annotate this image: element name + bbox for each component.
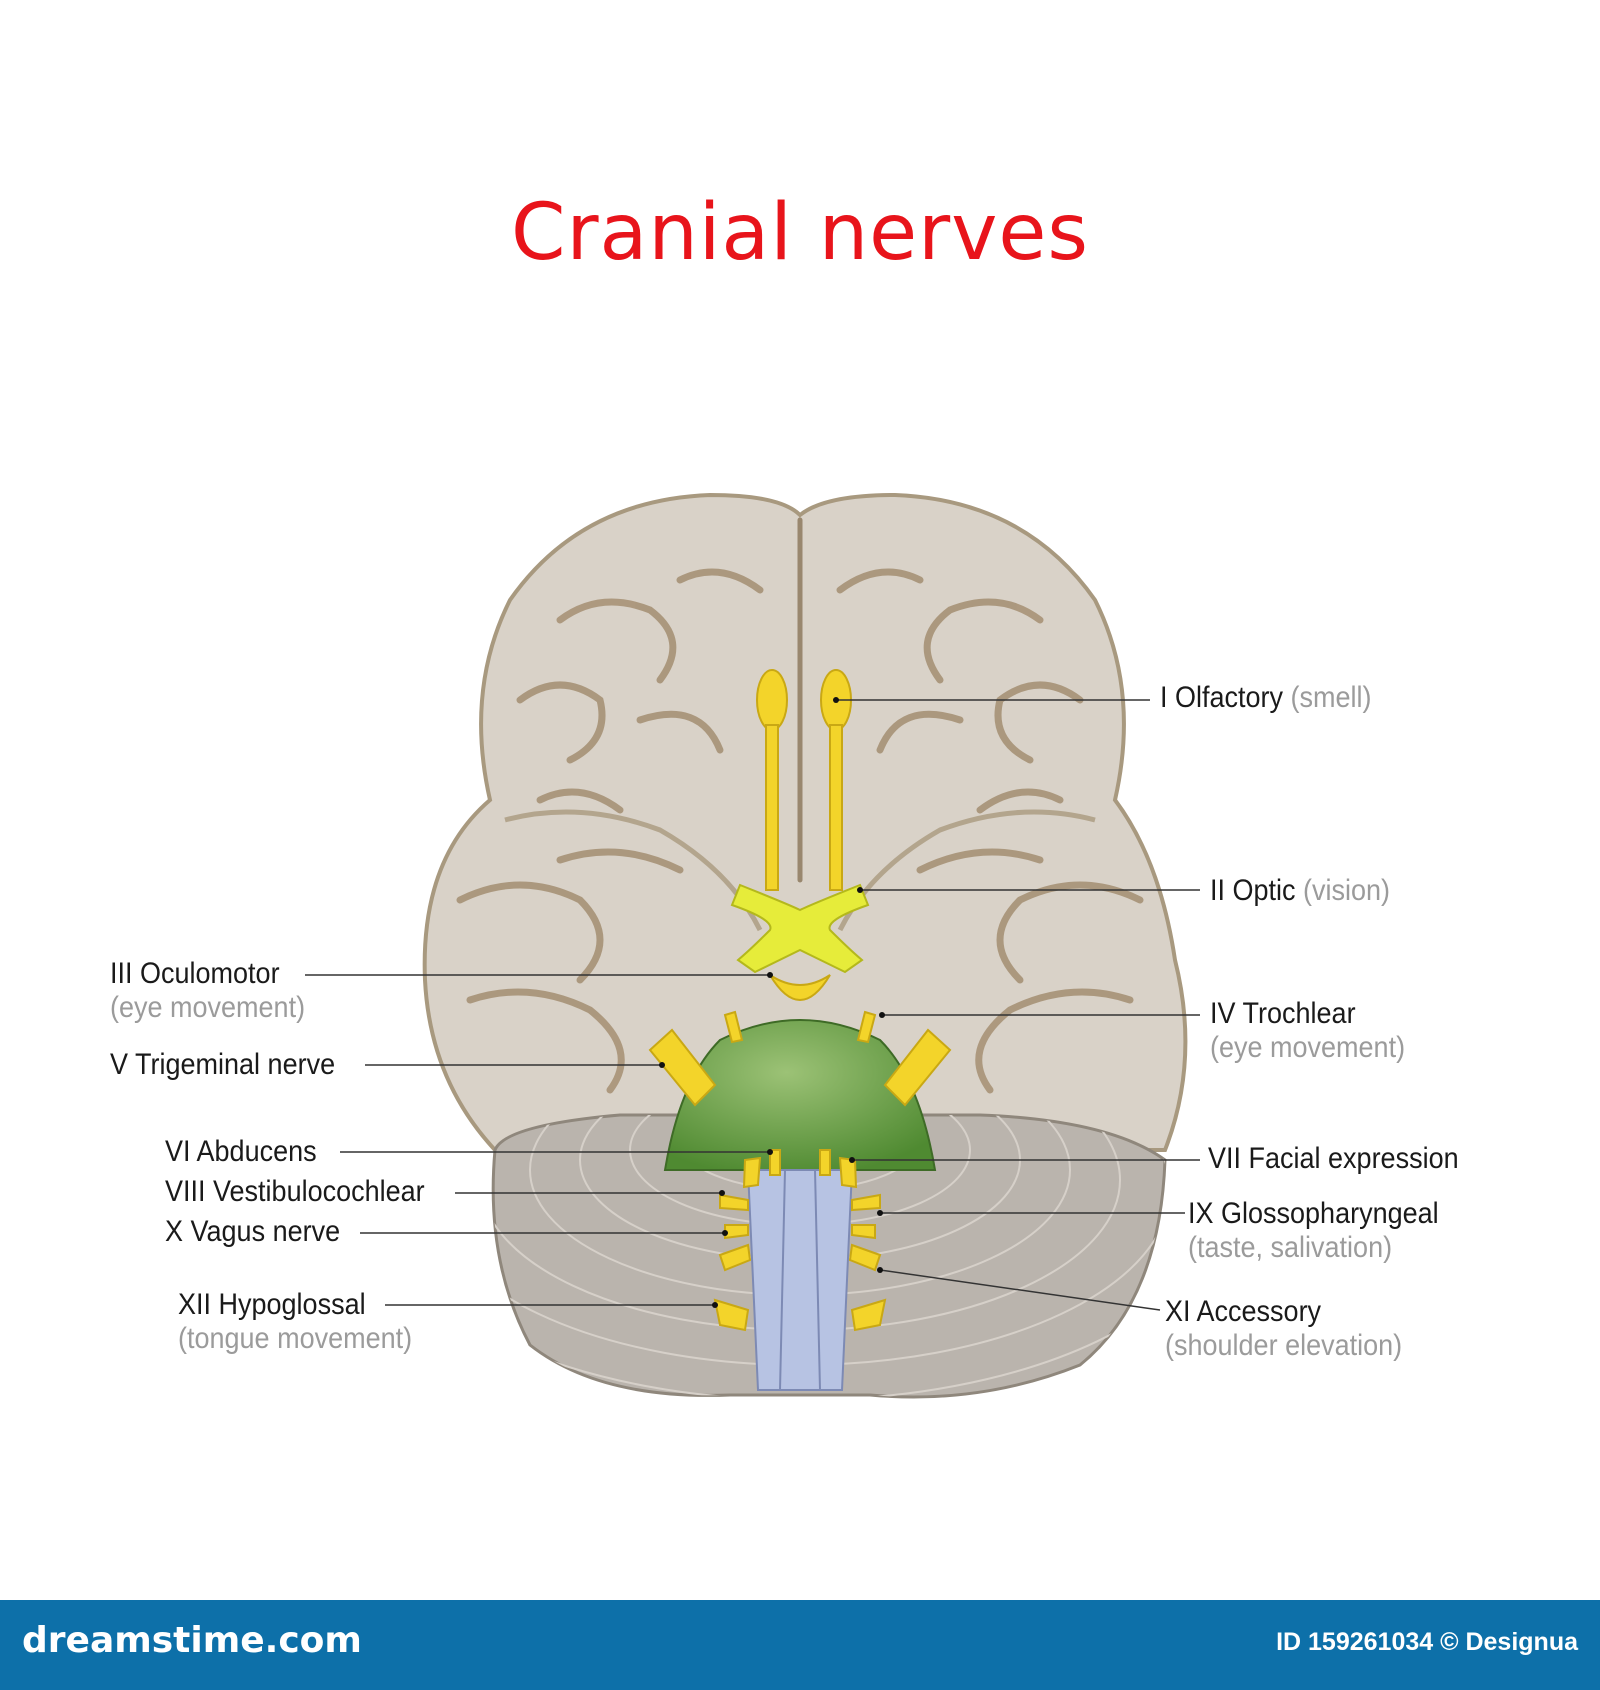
optic-chiasm <box>730 883 870 974</box>
footer-bar: dreamstime.com ID 159261034 © Designua <box>0 1600 1600 1690</box>
label-optic: II Optic (vision) <box>1210 874 1391 907</box>
label-trigeminal: V Trigeminal nerve <box>110 1048 336 1081</box>
label-hypoglossal: XII Hypoglossal (tongue movement) <box>178 1288 413 1355</box>
oculomotor-nerve <box>769 974 831 1002</box>
image-credit: ID 159261034 © Designua <box>1276 1628 1578 1656</box>
cerebrum <box>422 492 1188 1152</box>
brain-diagram <box>305 492 1200 1399</box>
label-vestibulocochlear: VIII Vestibulocochlear <box>165 1175 425 1208</box>
label-trochlear: IV Trochlear (eye movement) <box>1210 997 1406 1064</box>
olfactory-nerves <box>756 669 852 891</box>
label-olfactory: I Olfactory (smell) <box>1160 681 1372 714</box>
medulla <box>746 1169 854 1391</box>
brand-logo: dreamstime.com <box>22 1620 362 1661</box>
diagram-title: Cranial nerves <box>511 188 1089 278</box>
label-vagus: X Vagus nerve <box>165 1215 341 1248</box>
label-abducens: VI Abducens <box>165 1135 317 1168</box>
lower-cranial-nerves <box>713 1149 887 1332</box>
label-facial: VII Facial expression <box>1208 1142 1459 1175</box>
leader-lines <box>305 699 1200 1311</box>
trigeminal-nerves <box>648 1010 952 1107</box>
label-oculomotor: III Oculomotor (eye movement) <box>110 957 306 1024</box>
label-accessory: XI Accessory (shoulder elevation) <box>1165 1295 1403 1362</box>
label-glossopharyngeal: IX Glossopharyngeal (taste, salivation) <box>1188 1197 1439 1264</box>
